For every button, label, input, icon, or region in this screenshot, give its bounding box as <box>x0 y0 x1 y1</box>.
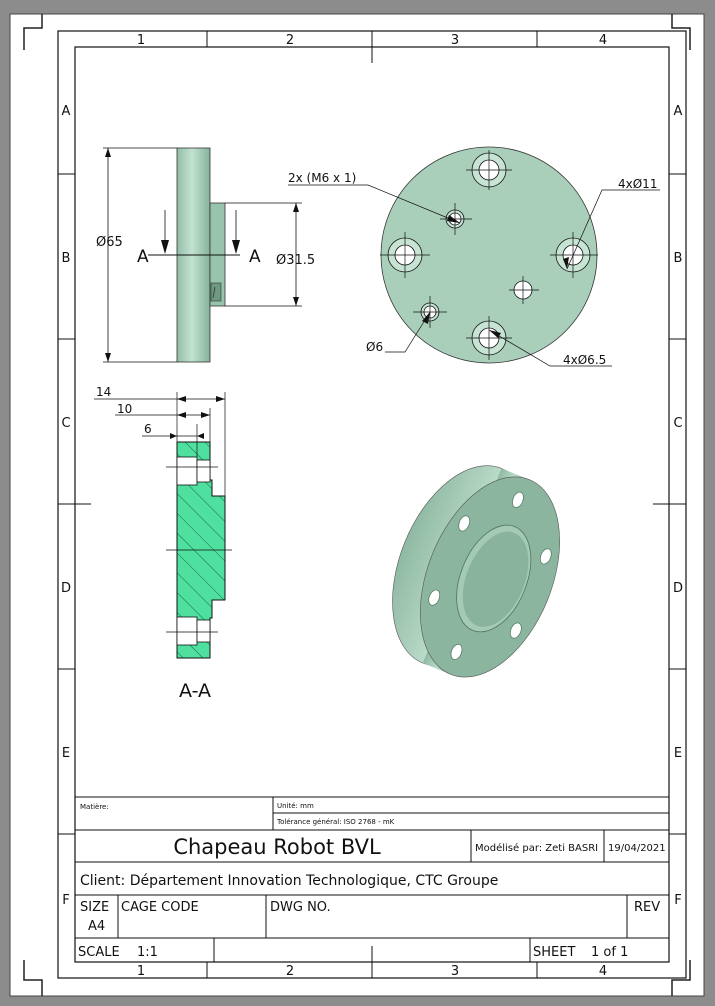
sheet-label: SHEET <box>533 945 575 960</box>
size-label: SIZE <box>80 900 109 915</box>
dwg-no-label: DWG NO. <box>270 900 331 915</box>
zone-col-4-bottom: 4 <box>599 964 607 979</box>
corner-marks <box>23 14 691 996</box>
zone-col-2-top: 2 <box>286 33 294 48</box>
zone-dividers <box>58 31 686 978</box>
front-view: 2x (M6 x 1) 4xØ11 Ø6 4xØ6.5 <box>288 146 660 367</box>
zone-row-d-left: D <box>61 581 71 596</box>
counterbore-callout: 4xØ11 <box>618 177 657 191</box>
zone-row-b-right: B <box>674 251 683 266</box>
scale-value: 1:1 <box>137 945 158 960</box>
hole-callout: 4xØ6.5 <box>563 353 606 367</box>
paper <box>9 13 705 997</box>
section-marker-left: A <box>137 247 149 267</box>
side-diameter-label: Ø65 <box>96 235 123 250</box>
side-view-hub <box>209 202 226 307</box>
zone-col-3-top: 3 <box>451 33 459 48</box>
cage-code-label: CAGE CODE <box>121 900 199 915</box>
section-marker-right: A <box>249 247 261 267</box>
zone-row-a-right: A <box>674 104 683 119</box>
zone-row-f-right: F <box>674 893 681 908</box>
rev-label: REV <box>634 900 660 915</box>
thread-callout: 2x (M6 x 1) <box>288 171 356 185</box>
material-label: Matière: <box>80 803 109 811</box>
tolerance-label: Tolérance général: ISO 2768 - mK <box>276 818 395 826</box>
modeled-by: Modélisé par: Zeti BASRI <box>475 842 598 854</box>
section-view: 14 10 6 A-A <box>94 385 232 702</box>
depth-10-label: 10 <box>117 402 132 416</box>
depth-6-label: 6 <box>144 422 152 436</box>
zone-row-a-left: A <box>62 104 71 119</box>
client-line: Client: Département Innovation Technolog… <box>80 873 498 889</box>
zone-row-b-left: B <box>62 251 71 266</box>
zone-row-f-left: F <box>62 893 69 908</box>
side-view: Ø65 Ø31.5 A A <box>96 147 315 363</box>
zone-row-e-left: E <box>62 746 70 761</box>
scale-label: SCALE <box>78 945 120 960</box>
title-block: Matière: Unité: mm Tolérance général: IS… <box>75 796 669 962</box>
section-title: A-A <box>179 680 211 702</box>
drawing-date: 19/04/2021 <box>608 843 666 854</box>
zone-row-c-right: C <box>673 416 682 431</box>
sheet-value: 1 of 1 <box>591 945 628 960</box>
zone-col-4-top: 4 <box>599 33 607 48</box>
zone-row-e-right: E <box>674 746 682 761</box>
zone-col-1-top: 1 <box>137 33 145 48</box>
drawing-title: Chapeau Robot BVL <box>173 835 381 859</box>
zone-row-c-left: C <box>61 416 70 431</box>
size-value: A4 <box>88 919 105 934</box>
unit-label: Unité: mm <box>277 802 314 810</box>
pin-hole-callout: Ø6 <box>366 340 383 354</box>
hub-diameter-label: Ø31.5 <box>276 253 315 268</box>
depth-14-label: 14 <box>96 385 111 399</box>
zone-col-3-bottom: 3 <box>451 964 459 979</box>
zone-col-1-bottom: 1 <box>137 964 145 979</box>
zone-col-2-bottom: 2 <box>286 964 294 979</box>
zone-row-d-right: D <box>673 581 683 596</box>
isometric-view <box>392 465 560 678</box>
